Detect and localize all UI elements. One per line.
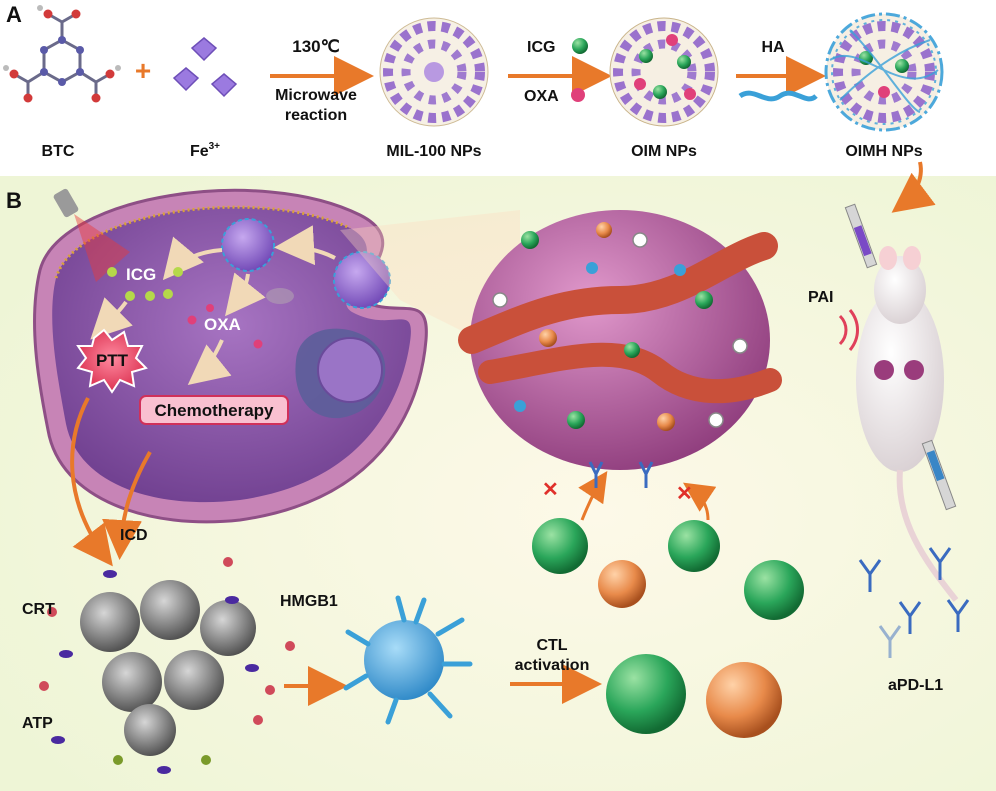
activation-label: activation bbox=[515, 657, 590, 674]
mitochondrion bbox=[266, 288, 294, 304]
t-cell-2 bbox=[668, 520, 720, 572]
ctl-label: CTL bbox=[536, 637, 567, 654]
panel-b-label: B bbox=[6, 188, 22, 213]
arrow-inject bbox=[891, 161, 936, 213]
t-cell-4 bbox=[744, 560, 804, 620]
cell-oxa-label: OXA bbox=[204, 315, 241, 334]
btc-label: BTC bbox=[42, 143, 75, 160]
arrow-to-oxa bbox=[225, 272, 266, 317]
ha-label: HA bbox=[761, 39, 785, 56]
ptt-label: PTT bbox=[96, 351, 129, 370]
cell-nanoparticle bbox=[221, 218, 275, 272]
svg-text:✕: ✕ bbox=[676, 483, 693, 505]
mil100-label: MIL-100 NPs bbox=[386, 143, 481, 160]
oim-label: OIM NPs bbox=[631, 143, 697, 160]
syringe-top bbox=[844, 203, 878, 269]
hmgb1-label: HMGB1 bbox=[280, 593, 338, 610]
arrow-ptt-icd bbox=[70, 397, 113, 567]
t-cell-1 bbox=[532, 518, 588, 574]
mouse bbox=[856, 246, 959, 602]
step1-temperature: 130℃ bbox=[292, 37, 339, 56]
crt-markers bbox=[39, 557, 295, 725]
oxa-dot-c bbox=[206, 304, 214, 312]
cell-icg-label: ICG bbox=[126, 265, 156, 284]
crt-label: CRT bbox=[22, 601, 55, 618]
hmgb1-markers bbox=[51, 570, 259, 774]
atp-markers bbox=[113, 755, 211, 765]
pai-waves bbox=[838, 309, 859, 351]
dying-cell-cluster bbox=[80, 580, 256, 756]
activated-t-cell-green bbox=[606, 654, 686, 734]
oimh-nanoparticle bbox=[824, 12, 944, 132]
oxa-dot bbox=[571, 88, 585, 102]
pai-label: PAI bbox=[808, 289, 833, 306]
laser-device bbox=[53, 188, 130, 282]
arrow-endocytosis bbox=[274, 225, 336, 266]
ptt-burst bbox=[76, 328, 148, 394]
tumor bbox=[458, 210, 782, 470]
t-cell-3 bbox=[598, 560, 646, 608]
ha-strand bbox=[738, 90, 818, 102]
svg-text:✕: ✕ bbox=[542, 479, 559, 501]
syringe-bottom bbox=[921, 439, 957, 511]
activated-t-cell-orange bbox=[706, 662, 782, 738]
panel-a-label: A bbox=[6, 2, 22, 27]
arrow-to-chemo bbox=[187, 339, 232, 385]
fe-label: Fe3+ bbox=[190, 141, 220, 160]
apdl1-antibodies bbox=[858, 547, 970, 658]
mil100-nanoparticle bbox=[379, 17, 489, 127]
oxa-label-top: OXA bbox=[524, 88, 559, 105]
oim-nanoparticle bbox=[609, 17, 719, 127]
icg-dot bbox=[572, 38, 588, 54]
chemotherapy-label: Chemotherapy bbox=[154, 401, 274, 420]
cell-nucleus bbox=[295, 328, 386, 419]
apdl1-label: aPD-L1 bbox=[888, 677, 943, 694]
step1-line1: Microwave bbox=[275, 87, 357, 104]
oxa-dot-a bbox=[187, 315, 197, 325]
fe-ions bbox=[172, 37, 238, 98]
plus-sign: + bbox=[135, 55, 151, 86]
pd-l1-blockade: ✕ ✕ bbox=[542, 461, 717, 521]
endocytosed-nanoparticle bbox=[333, 251, 391, 309]
atp-label: ATP bbox=[22, 715, 53, 732]
oxa-dot-b bbox=[253, 339, 263, 349]
icg-label-top: ICG bbox=[527, 39, 555, 56]
oimh-label: OIMH NPs bbox=[845, 143, 922, 160]
dendritic-cell bbox=[343, 595, 473, 725]
tumor-particles bbox=[492, 222, 748, 431]
step1-line2: reaction bbox=[285, 107, 347, 124]
arrow-to-icg bbox=[162, 236, 223, 281]
btc-atoms bbox=[3, 5, 121, 103]
icd-label: ICD bbox=[120, 527, 148, 544]
arrow-chemo-icd bbox=[102, 450, 152, 560]
arrow-to-ptt bbox=[90, 297, 133, 340]
chemotherapy-box bbox=[139, 395, 289, 425]
